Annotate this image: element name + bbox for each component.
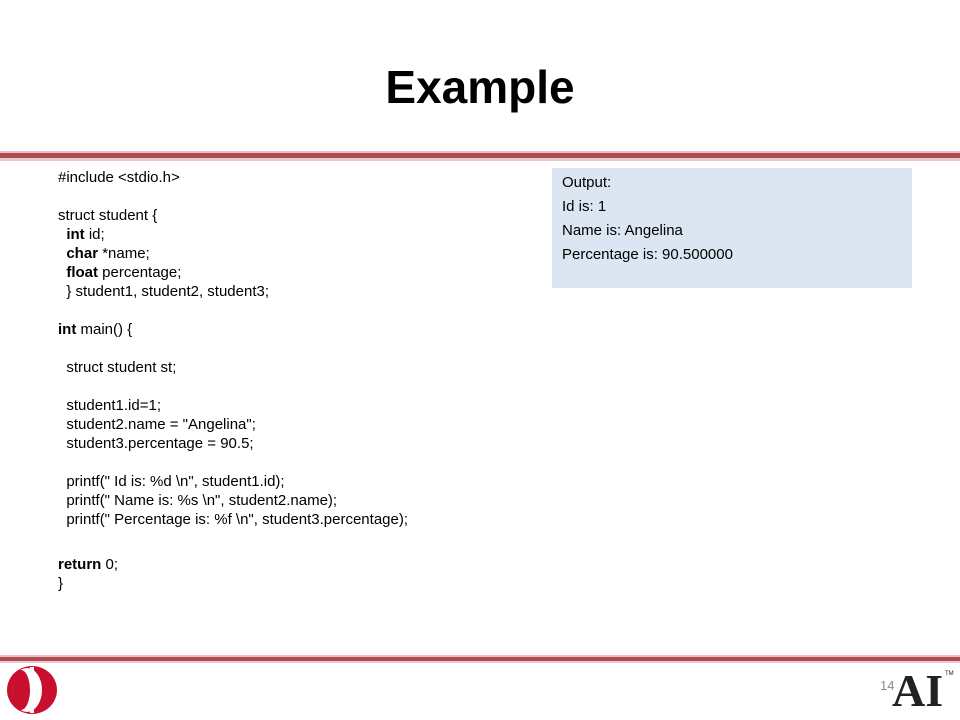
code-gap bbox=[58, 339, 538, 358]
code-line-close: } bbox=[58, 575, 64, 592]
code-line-struct-close: } student1, student2, student3; bbox=[58, 282, 538, 301]
code-text: } student1, student2, student3; bbox=[66, 283, 269, 300]
code-line-struct-open: struct student { bbox=[58, 207, 158, 224]
code-line-include: #include <stdio.h> bbox=[58, 169, 180, 186]
code-text: struct student st; bbox=[66, 359, 177, 376]
bottom-divider bbox=[0, 655, 960, 663]
code-text: printf(" Percentage is: %f \n", student3… bbox=[66, 511, 409, 528]
university-emblem-icon bbox=[7, 666, 57, 714]
code-line-assign-pct: student3.percentage = 90.5; bbox=[58, 434, 538, 453]
code-gap bbox=[58, 453, 538, 472]
code-line-printf-name: printf(" Name is: %s \n", student2.name)… bbox=[58, 491, 538, 510]
ai-logo-text: AI bbox=[892, 666, 943, 710]
keyword-char: char bbox=[66, 245, 99, 262]
ai-logo-icon: AI TM bbox=[892, 666, 954, 710]
code-text: student1.id=1; bbox=[66, 397, 162, 414]
code-text: student2.name = "Angelina"; bbox=[66, 416, 256, 433]
code-text: 0; bbox=[101, 556, 119, 573]
code-line-member-percentage: float percentage; bbox=[58, 263, 538, 282]
code-text: student3.percentage = 90.5; bbox=[66, 435, 254, 452]
output-box: Output: Id is: 1 Name is: Angelina Perce… bbox=[552, 168, 912, 288]
output-header: Output: bbox=[562, 174, 612, 191]
slide-title: Example bbox=[385, 61, 575, 113]
code-line-printf-pct: printf(" Percentage is: %f \n", student3… bbox=[58, 510, 538, 529]
code-block: #include <stdio.h> struct student { int … bbox=[58, 168, 538, 593]
code-line-return: return 0; bbox=[58, 555, 538, 574]
code-text: main() { bbox=[76, 321, 133, 338]
code-gap bbox=[58, 187, 538, 206]
code-line-decl: struct student st; bbox=[58, 358, 538, 377]
code-gap bbox=[58, 301, 538, 320]
code-line-member-name: char *name; bbox=[58, 244, 538, 263]
code-line-assign-name: student2.name = "Angelina"; bbox=[58, 415, 538, 434]
code-text: printf(" Id is: %d \n", student1.id); bbox=[66, 473, 285, 490]
code-text: id; bbox=[84, 226, 105, 243]
page-number: 14 bbox=[880, 678, 895, 693]
code-line-main: int main() { bbox=[58, 320, 538, 339]
code-line-printf-id: printf(" Id is: %d \n", student1.id); bbox=[58, 472, 538, 491]
keyword-int: int bbox=[66, 226, 85, 243]
output-line-percentage: Percentage is: 90.500000 bbox=[562, 246, 733, 263]
output-line-name: Name is: Angelina bbox=[562, 222, 683, 239]
code-line-member-id: int id; bbox=[58, 225, 538, 244]
code-text: percentage; bbox=[98, 264, 182, 281]
code-text: *name; bbox=[98, 245, 150, 262]
keyword-float: float bbox=[66, 264, 99, 281]
keyword-int-main: int bbox=[58, 321, 77, 338]
keyword-return: return bbox=[58, 556, 102, 573]
code-gap bbox=[58, 529, 538, 555]
code-gap bbox=[58, 377, 538, 396]
top-divider bbox=[0, 151, 960, 161]
trademark-mark: TM bbox=[945, 671, 954, 677]
code-line-assign-id: student1.id=1; bbox=[58, 396, 538, 415]
output-line-id: Id is: 1 bbox=[562, 198, 607, 215]
code-text: printf(" Name is: %s \n", student2.name)… bbox=[66, 492, 338, 509]
